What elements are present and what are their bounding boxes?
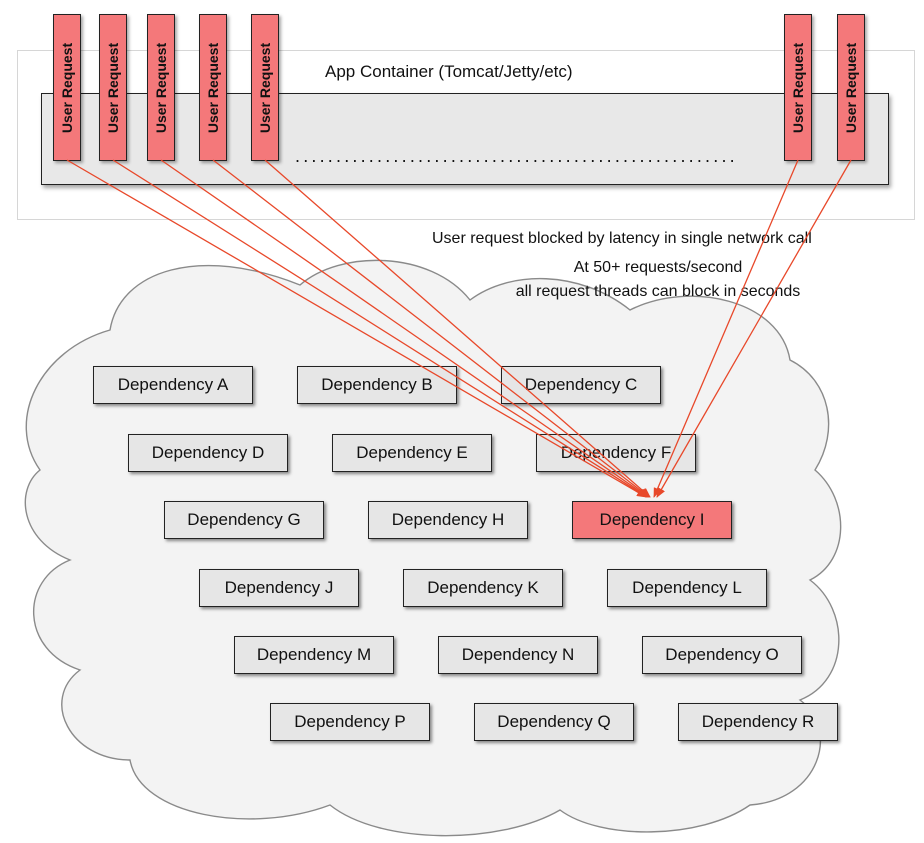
- user-request-1: User Request: [53, 14, 81, 161]
- user-request-7: User Request: [837, 14, 865, 161]
- dependency-o: Dependency O: [642, 636, 802, 674]
- more-requests-ellipsis: ........................................…: [295, 146, 738, 166]
- dependency-d: Dependency D: [128, 434, 288, 472]
- user-request-5: User Request: [251, 14, 279, 161]
- rate-note-line2: all request threads can block in seconds: [515, 283, 801, 300]
- dependency-a: Dependency A: [93, 366, 253, 404]
- app-container: [41, 93, 889, 185]
- dependency-q: Dependency Q: [474, 703, 634, 741]
- dependency-e: Dependency E: [332, 434, 492, 472]
- user-request-4: User Request: [199, 14, 227, 161]
- dependency-p: Dependency P: [270, 703, 430, 741]
- arrow-7: [656, 159, 852, 498]
- arrow-5: [264, 159, 651, 498]
- dependency-i-blocked: Dependency I: [572, 501, 732, 539]
- arrow-4: [212, 159, 650, 498]
- dependency-b: Dependency B: [297, 366, 457, 404]
- arrow-6: [653, 159, 799, 498]
- dependency-l: Dependency L: [607, 569, 767, 607]
- user-request-6: User Request: [784, 14, 812, 161]
- dependency-r: Dependency R: [678, 703, 838, 741]
- blocked-note: User request blocked by latency in singl…: [432, 230, 812, 247]
- dependency-k: Dependency K: [403, 569, 563, 607]
- dependency-h: Dependency H: [368, 501, 528, 539]
- dependency-j: Dependency J: [199, 569, 359, 607]
- arrow-2: [112, 159, 648, 498]
- app-container-title: App Container (Tomcat/Jetty/etc): [325, 62, 573, 81]
- arrow-1: [66, 159, 647, 498]
- user-request-3: User Request: [147, 14, 175, 161]
- dependency-n: Dependency N: [438, 636, 598, 674]
- rate-note-line1: At 50+ requests/second: [573, 259, 743, 276]
- dependency-m: Dependency M: [234, 636, 394, 674]
- arrow-3: [160, 159, 649, 498]
- dependency-g: Dependency G: [164, 501, 324, 539]
- dependency-c: Dependency C: [501, 366, 661, 404]
